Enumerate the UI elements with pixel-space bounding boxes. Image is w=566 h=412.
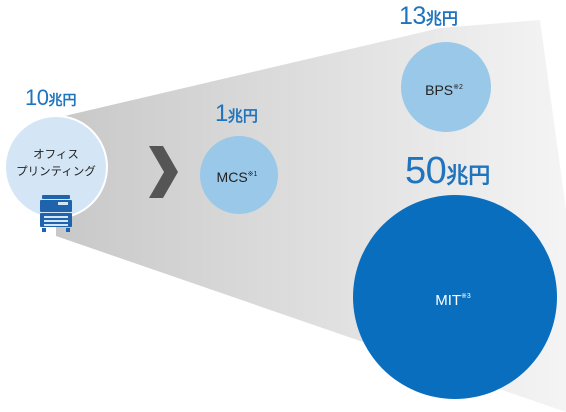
mcs-amount-unit: 兆円	[227, 107, 258, 125]
bps-label: BPS※2	[425, 82, 463, 98]
mit-amount-number: 50	[405, 150, 447, 192]
origin-amount-unit: 兆円	[48, 93, 77, 109]
origin-amount: 10兆円	[25, 85, 76, 111]
bps-circle	[401, 42, 491, 132]
mcs-label: MCS※1	[217, 169, 258, 185]
mcs-amount-number: 1	[215, 100, 228, 127]
origin-label-line2: プリンティング	[16, 164, 96, 178]
mcs-amount: 1兆円	[215, 100, 258, 128]
origin-label-line1: オフィス	[33, 147, 79, 161]
chevron-right-icon	[149, 146, 178, 198]
multifunction-printer-icon	[40, 195, 72, 232]
mit-circle	[353, 195, 557, 399]
mit-amount: 50兆円	[405, 150, 490, 193]
origin-amount-number: 10	[25, 85, 49, 110]
mit-label: MIT※3	[435, 292, 471, 309]
bps-amount: 13兆円	[399, 2, 458, 31]
bps-amount-number: 13	[399, 2, 426, 30]
mcs-circle	[200, 136, 278, 214]
mit-amount-unit: 兆円	[446, 164, 491, 189]
bps-amount-unit: 兆円	[425, 9, 458, 28]
